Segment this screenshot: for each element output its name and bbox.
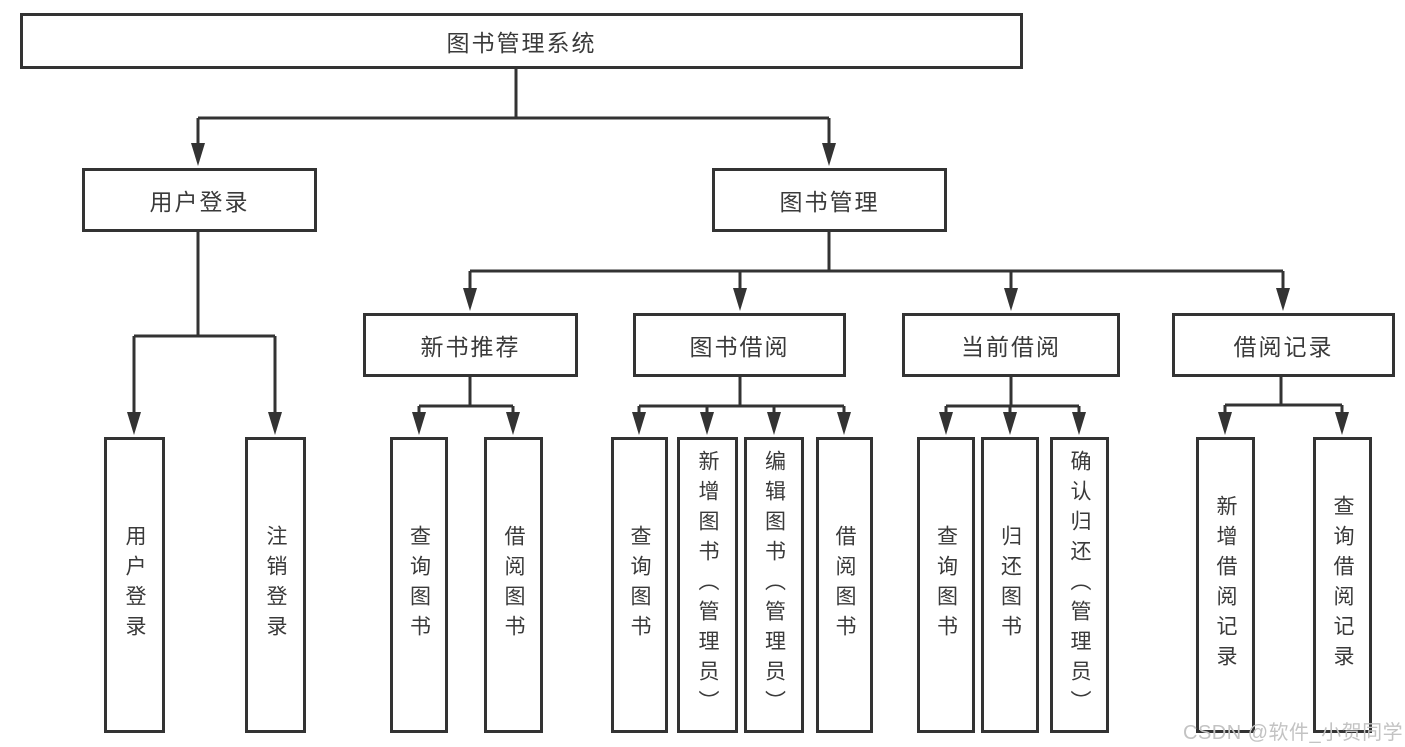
arrowhead-icon <box>1276 288 1290 311</box>
connector-user-login-children <box>132 232 277 413</box>
node-label: 查询图书 <box>934 525 958 645</box>
node-label: 查询图书 <box>628 525 651 645</box>
arrowhead-icon <box>837 412 851 435</box>
node-label: 图书管理 <box>779 189 880 215</box>
node-label: 归还图书 <box>998 525 1022 645</box>
leaf-user-login: 用户登录 <box>104 437 165 733</box>
node-label: 新增借阅记录 <box>1214 495 1237 675</box>
arrowhead-icon <box>506 412 520 435</box>
node-library-management-system: 图书管理系统 <box>20 13 1023 69</box>
arrowhead-icon <box>1335 412 1349 435</box>
connector-book-borrow-children <box>637 377 846 413</box>
leaf-borrow-books: 借阅图书 <box>816 437 873 733</box>
connector-segments <box>132 69 1344 413</box>
node-user-login: 用户登录 <box>82 168 317 232</box>
connector-new-book-children <box>417 377 515 413</box>
leaf-query-borrow-record: 查询借阅记录 <box>1313 437 1372 733</box>
node-borrow-records: 借阅记录 <box>1172 313 1395 377</box>
arrowhead-icon <box>412 412 426 435</box>
arrowhead-icon <box>463 288 477 311</box>
leaf-edit-books-admin: 编辑图书（管理员） <box>744 437 804 733</box>
leaf-confirm-return-admin: 确认归还（管理员） <box>1050 437 1109 733</box>
node-label: 新书推荐 <box>420 334 521 360</box>
leaf-query-books-current: 查询图书 <box>917 437 975 733</box>
arrowhead-icon <box>939 412 953 435</box>
arrowhead-icon <box>733 288 747 311</box>
arrowhead-icon <box>268 412 282 435</box>
node-label: 图书管理系统 <box>446 30 597 56</box>
node-label: 新增图书（管理员） <box>696 450 719 720</box>
connector-root-to-level2 <box>196 69 831 145</box>
node-label: 当前借阅 <box>961 334 1061 360</box>
node-book-borrow: 图书借阅 <box>633 313 846 377</box>
node-label: 借阅记录 <box>1233 334 1334 360</box>
leaf-borrow-books-recommend: 借阅图书 <box>484 437 543 733</box>
leaf-add-books-admin: 新增图书（管理员） <box>677 437 738 733</box>
connector-borrow-records-children <box>1223 377 1344 413</box>
arrowhead-icon <box>1218 412 1232 435</box>
leaf-query-books-borrow: 查询图书 <box>611 437 668 733</box>
connector-current-borrow-children <box>944 377 1081 413</box>
node-label: 图书借阅 <box>689 334 790 360</box>
leaf-query-books-recommend: 查询图书 <box>390 437 448 733</box>
leaf-add-borrow-record: 新增借阅记录 <box>1196 437 1255 733</box>
connector-book-management-children <box>468 232 1285 290</box>
arrowhead-icon <box>191 143 205 166</box>
node-label: 借阅图书 <box>502 525 525 645</box>
node-label: 注销登录 <box>264 525 287 645</box>
node-current-borrow: 当前借阅 <box>902 313 1120 377</box>
arrowhead-icon <box>700 412 714 435</box>
arrowhead-icon <box>822 143 836 166</box>
node-label: 查询借阅记录 <box>1331 495 1354 675</box>
node-label: 用户登录 <box>149 189 250 215</box>
node-label: 确认归还（管理员） <box>1068 450 1091 720</box>
node-label: 用户登录 <box>123 525 146 645</box>
node-label: 编辑图书（管理员） <box>762 450 786 720</box>
arrowhead-icon <box>767 412 781 435</box>
arrowhead-icon <box>632 412 646 435</box>
watermark: CSDN @软件_小贺同学 <box>1183 722 1404 744</box>
arrowhead-icon <box>1004 288 1018 311</box>
arrowhead-icon <box>1072 412 1086 435</box>
arrowhead-icon <box>1003 412 1017 435</box>
node-new-book-recommend: 新书推荐 <box>363 313 578 377</box>
leaf-logout: 注销登录 <box>245 437 306 733</box>
arrowheads <box>127 143 1349 435</box>
node-label: 借阅图书 <box>833 525 856 645</box>
arrowhead-icon <box>127 412 141 435</box>
node-label: 查询图书 <box>407 525 431 645</box>
leaf-return-books: 归还图书 <box>981 437 1039 733</box>
node-book-management: 图书管理 <box>712 168 947 232</box>
